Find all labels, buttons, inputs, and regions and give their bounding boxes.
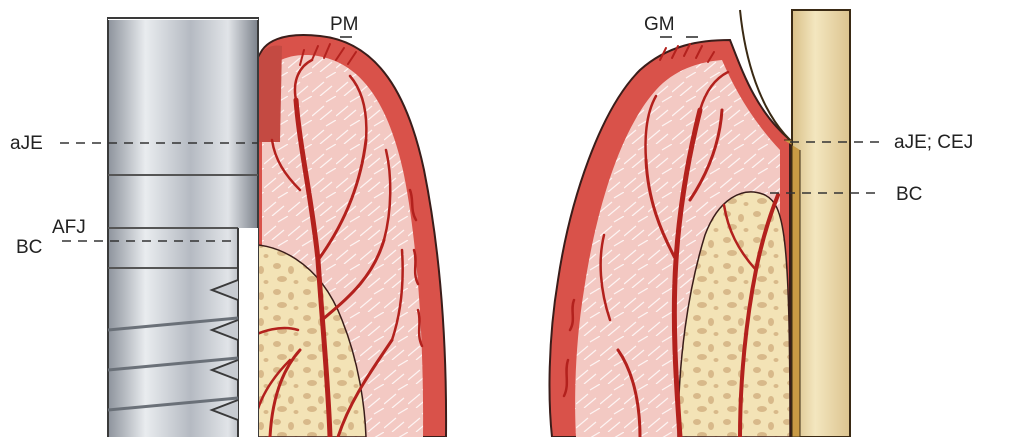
dental-implant-icon [108,0,258,437]
label-aje-left: aJE [10,134,43,153]
junctional-epithelium [258,46,282,142]
label-pm: PM [330,15,359,34]
label-aje-cej-right: aJE; CEJ [894,133,973,152]
label-bc-left: BC [16,238,42,257]
tooth-side [550,10,850,437]
label-afj: AFJ [52,218,86,237]
label-bc-right: BC [896,185,922,204]
implant-side [108,0,446,437]
label-gm: GM [644,15,675,34]
